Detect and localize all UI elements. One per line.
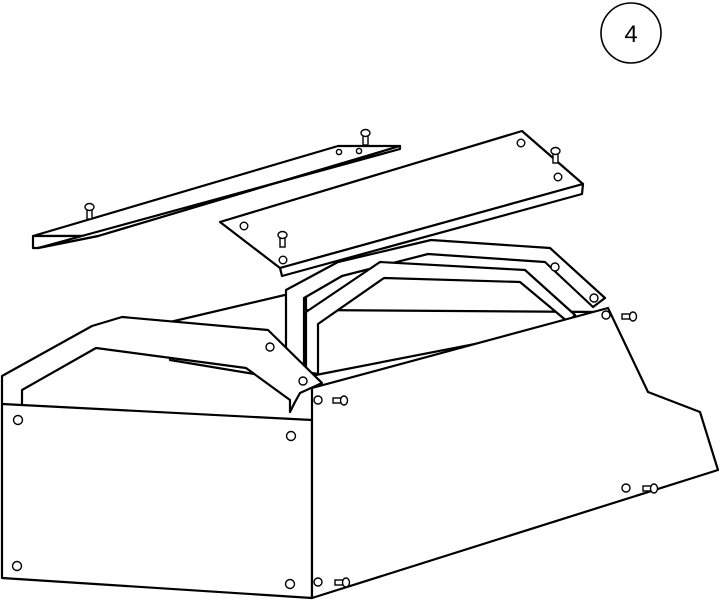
bolt-head — [339, 395, 349, 406]
step-circle — [600, 2, 662, 64]
left-frame — [0, 315, 324, 414]
rail-hole — [553, 172, 563, 182]
left-panel-face — [0, 402, 314, 600]
panel-hole — [601, 310, 611, 320]
rail-hole — [355, 147, 363, 155]
right-end-panel — [310, 306, 720, 600]
bolt — [621, 311, 638, 322]
frame-hole — [265, 342, 275, 352]
rail-hole — [335, 148, 343, 156]
rail-hole — [239, 221, 249, 231]
frame-hole — [298, 376, 308, 386]
center-frame-tube — [284, 238, 607, 380]
wide-rail-side — [278, 182, 585, 278]
bolt-head — [550, 146, 561, 156]
rail-hole — [278, 255, 288, 265]
bolt — [277, 230, 288, 248]
panel-hole — [285, 430, 297, 442]
bolt-head — [628, 311, 638, 322]
bolt-head — [649, 483, 659, 494]
left-end-panel — [0, 402, 314, 600]
bolt — [332, 395, 349, 406]
bolt-head — [277, 230, 288, 240]
top-rail-narrow — [31, 144, 402, 250]
bolt — [550, 146, 561, 164]
panel-hole — [313, 395, 323, 405]
panel-hole — [284, 578, 296, 590]
step-badge: 4 — [600, 2, 662, 64]
panel-hole — [621, 483, 631, 493]
left-frame-tube — [0, 315, 324, 414]
panel-hole — [11, 560, 23, 572]
frame-hole — [589, 293, 599, 303]
bolt — [642, 483, 659, 494]
bolt — [360, 128, 371, 146]
bolt — [334, 577, 351, 588]
bolt-head — [341, 577, 351, 588]
narrow-rail-side — [36, 144, 402, 250]
panel-hole — [12, 414, 24, 426]
step-number: 4 — [624, 21, 637, 48]
top-rail-wide — [218, 129, 585, 278]
panel-hole — [313, 577, 323, 587]
right-panel-face — [310, 306, 720, 600]
bolt-head — [360, 128, 371, 138]
bolt — [84, 202, 95, 220]
rail-hole — [516, 138, 526, 148]
bolt-head — [84, 202, 95, 212]
frame-hole — [550, 262, 560, 272]
